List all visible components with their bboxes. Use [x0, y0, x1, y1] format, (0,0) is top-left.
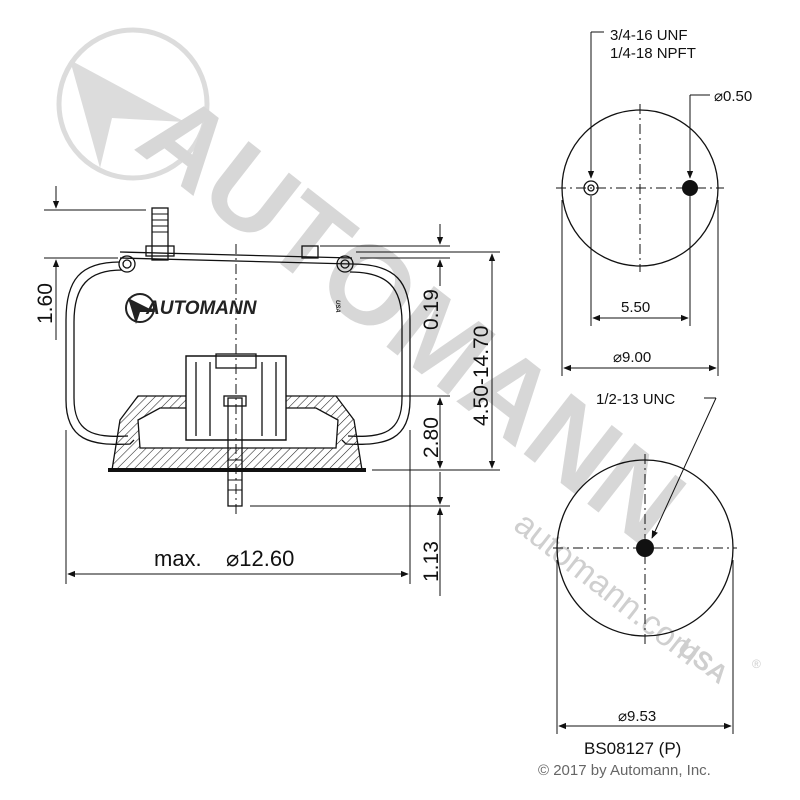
- hole-diameter: ⌀0.50: [714, 88, 752, 105]
- side-view-dimensions: 1.60 0.19 4.50-14.70 2.80 1.13 max. ⌀12.…: [34, 186, 500, 596]
- thread-spec-line2: 1/4-18 NPFT: [610, 45, 696, 62]
- watermark-emblem-icon: [56, 27, 210, 181]
- air-fitting-hole-icon: [583, 180, 599, 196]
- mounting-stud-hole-icon: [682, 180, 698, 196]
- bottom-thread-spec: 1/2-13 UNC: [596, 391, 675, 408]
- piston-bottom-view: 1/2-13 UNC ⌀9.53: [553, 391, 737, 734]
- part-number: BS08127 (P): [584, 739, 681, 758]
- dim-height-range: 4.50-14.70: [470, 326, 493, 426]
- watermark-registered-mark: ®: [752, 657, 761, 671]
- bellows-logo: AUTOMANN USA: [125, 293, 340, 324]
- logo-emblem-icon: [128, 298, 156, 324]
- hole-spacing: 5.50: [621, 299, 650, 316]
- bellows-logo-text: AUTOMANN: [145, 298, 258, 319]
- plate-diameter: ⌀9.00: [613, 349, 651, 366]
- dim-max-diameter-prefix: max.: [154, 546, 202, 571]
- copyright: © 2017 by Automann, Inc.: [538, 762, 711, 779]
- bottom-diameter: ⌀9.53: [618, 708, 656, 725]
- dim-top-pin: 1.60: [34, 283, 57, 324]
- dim-piston-bottom: 2.80: [420, 417, 443, 458]
- dim-stud: 1.13: [420, 541, 443, 582]
- thread-spec-line1: 3/4-16 UNF: [610, 27, 688, 44]
- dim-top-bead: 0.19: [420, 289, 443, 330]
- bottom-stud-hole-icon: [636, 539, 654, 557]
- dim-max-diameter: ⌀12.60: [226, 546, 294, 571]
- bellows-logo-suffix: USA: [334, 300, 340, 313]
- top-plate-view: 3/4-16 UNF 1/4-18 NPFT ⌀0.50 5.50 ⌀9.00: [556, 27, 752, 376]
- air-spring-side-view: AUTOMANN USA: [65, 207, 411, 516]
